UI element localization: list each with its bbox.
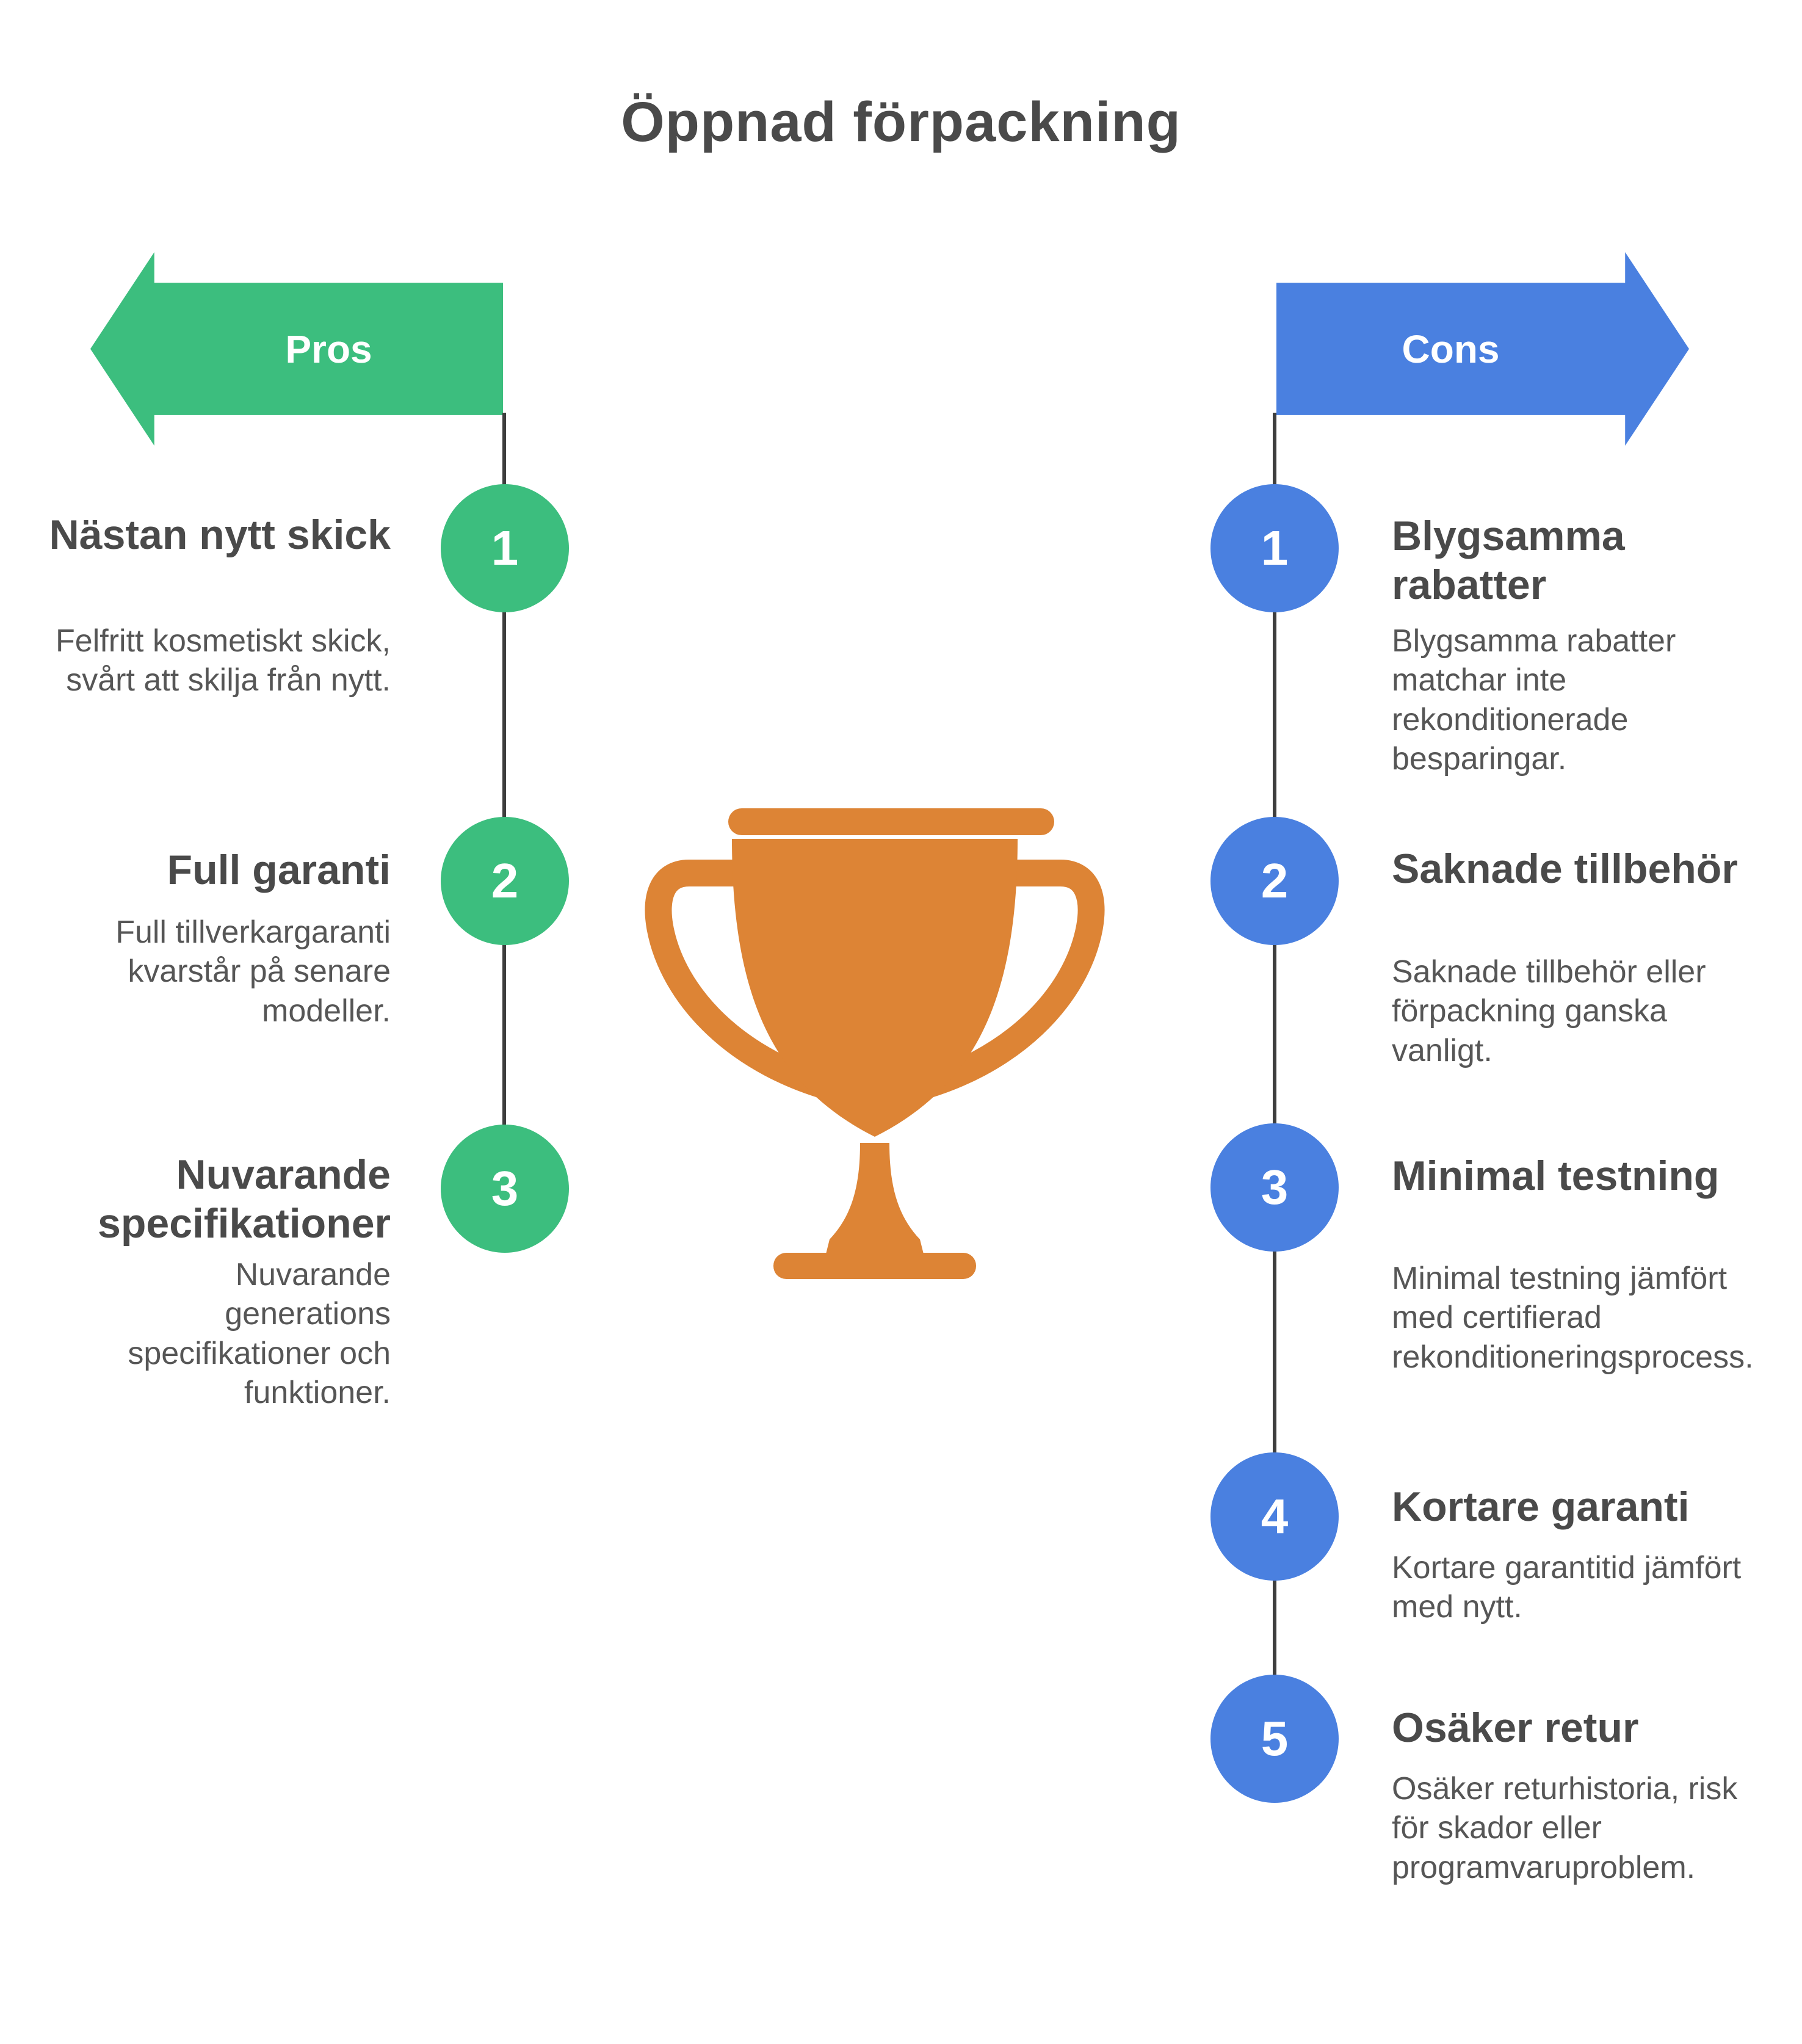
cons-step-badge-3: 3 xyxy=(1210,1123,1339,1252)
pros-step-number-1: 1 xyxy=(491,521,519,575)
cons-item-description-3: Minimal testning jämfört med certifierad… xyxy=(1392,1261,1754,1375)
cons-arrow-banner: Cons xyxy=(1276,252,1689,446)
pros-item-description-1: Felfritt kosmetiskt skick, svårt att ski… xyxy=(56,623,391,698)
cons-step-badge-2: 2 xyxy=(1210,817,1339,945)
cons-step-number-5: 5 xyxy=(1261,1711,1289,1766)
cons-step-number-4: 4 xyxy=(1261,1489,1289,1543)
pros-arrow-label: Pros xyxy=(285,327,372,371)
pros-item-title-2: Full garanti xyxy=(167,847,391,893)
cons-step-number-1: 1 xyxy=(1261,521,1289,575)
pros-step-badge-1: 1 xyxy=(441,484,569,612)
cons-step-badge-4: 4 xyxy=(1210,1452,1339,1581)
pros-connector-line xyxy=(502,413,506,1189)
trophy-icon xyxy=(645,808,1105,1279)
pros-step-badge-2: 2 xyxy=(441,817,569,945)
cons-item-title-1: Blygsamma rabatter xyxy=(1392,513,1625,609)
cons-step-badge-1: 1 xyxy=(1210,484,1339,612)
cons-item-title-2: Saknade tillbehör xyxy=(1392,846,1738,892)
cons-item-description-4: Kortare garantitid jämfört med nytt. xyxy=(1392,1550,1742,1625)
pros-step-badge-3: 3 xyxy=(441,1125,569,1253)
cons-item-title-5: Osäker retur xyxy=(1392,1705,1639,1751)
cons-item-description-1: Blygsamma rabatter matchar inte rekondit… xyxy=(1392,623,1676,777)
page-title: Öppnad förpackning xyxy=(621,91,1181,153)
pros-item-title-3: Nuvarande specifikationer xyxy=(98,1151,391,1247)
pros-item-title-1: Nästan nytt skick xyxy=(49,512,391,558)
cons-item-title-4: Kortare garanti xyxy=(1392,1484,1690,1530)
cons-step-badge-5: 5 xyxy=(1210,1675,1339,1803)
pros-item-description-2: Full tillverkargaranti kvarstår på senar… xyxy=(115,915,391,1029)
cons-arrow-label: Cons xyxy=(1402,327,1500,371)
cons-item-title-3: Minimal testning xyxy=(1392,1153,1720,1199)
cons-item-description-5: Osäker returhistoria, risk för skador el… xyxy=(1392,1771,1738,1885)
cons-connector-line xyxy=(1273,413,1276,1739)
cons-step-number-2: 2 xyxy=(1261,853,1289,908)
pros-item-description-3: Nuvarande generations specifikationer oc… xyxy=(128,1257,391,1411)
pros-step-number-3: 3 xyxy=(491,1161,519,1216)
pros-step-number-2: 2 xyxy=(491,853,519,908)
pros-arrow-banner: Pros xyxy=(90,252,503,446)
cons-item-description-2: Saknade tillbehör eller förpackning gans… xyxy=(1392,954,1706,1068)
cons-step-number-3: 3 xyxy=(1261,1160,1289,1214)
